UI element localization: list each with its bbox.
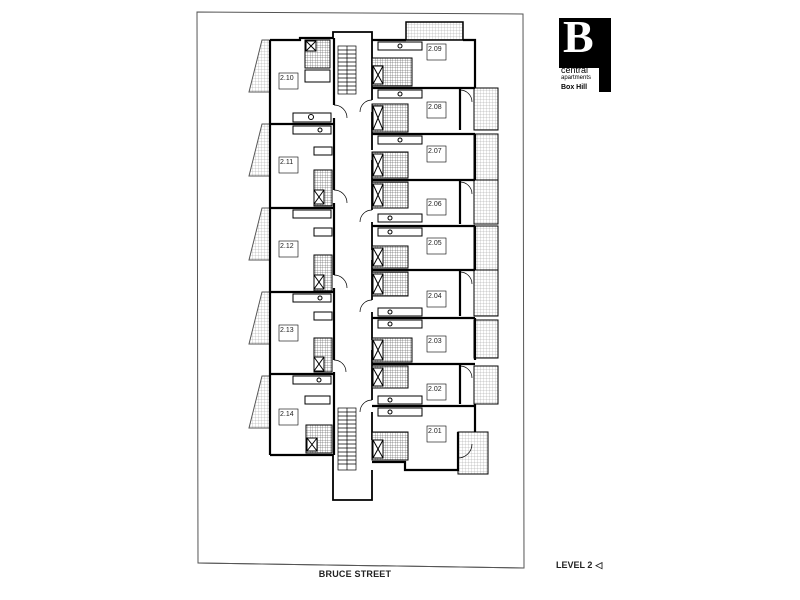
svg-text:2.09: 2.09 — [428, 46, 442, 53]
unit-label-2-06: 2.06 — [426, 198, 447, 216]
unit-label-2-07: 2.07 — [426, 145, 447, 163]
svg-text:2.11: 2.11 — [280, 159, 293, 166]
svg-text:2.08: 2.08 — [428, 104, 442, 111]
svg-text:2.05: 2.05 — [428, 240, 442, 247]
left-unit-fixtures — [292, 39, 333, 454]
svg-text:2.13: 2.13 — [280, 327, 294, 334]
logo-letter: B — [563, 11, 594, 62]
logo-line-2: apartments — [561, 75, 592, 81]
svg-text:2.14: 2.14 — [280, 411, 294, 418]
svg-text:2.06: 2.06 — [428, 201, 442, 208]
unit-label-2-09: 2.09 — [426, 43, 447, 61]
svg-text:2.03: 2.03 — [428, 338, 442, 345]
svg-text:2.12: 2.12 — [280, 243, 294, 250]
unit-label-2-03: 2.03 — [426, 335, 447, 353]
unit-labels-right: 2.09 2.08 2.07 2.06 2.05 2.04 2.03 2.02 … — [426, 43, 447, 443]
svg-text:2.04: 2.04 — [428, 293, 442, 300]
brand-logo: B central apartments Box Hill — [559, 14, 611, 94]
unit-label-2-13: 2.13 — [278, 324, 299, 342]
right-wing-walls — [372, 38, 477, 472]
unit-label-2-12: 2.12 — [278, 240, 299, 258]
stair-core — [332, 31, 373, 501]
street-label: BRUCE STREET — [318, 569, 392, 579]
unit-label-2-14: 2.14 — [278, 408, 299, 426]
unit-label-2-10: 2.10 — [278, 72, 299, 90]
unit-label-2-05: 2.05 — [426, 237, 447, 255]
unit-label-2-08: 2.08 — [426, 101, 447, 119]
logo-line-1: central — [561, 65, 589, 75]
unit-label-2-04: 2.04 — [426, 290, 447, 308]
door-swings — [333, 89, 473, 459]
unit-labels-left: 2.10 2.11 2.12 2.13 2.14 — [278, 72, 299, 426]
logo-text-band — [559, 68, 599, 94]
stair-bottom — [337, 407, 357, 471]
unit-label-2-01: 2.01 — [426, 425, 447, 443]
unit-label-2-11: 2.11 — [278, 156, 299, 174]
right-unit-fixtures — [371, 41, 423, 461]
svg-text:2.01: 2.01 — [428, 428, 442, 435]
svg-text:2.07: 2.07 — [428, 148, 442, 155]
logo-line-3: Box Hill — [561, 84, 588, 91]
svg-text:2.10: 2.10 — [280, 75, 294, 82]
street-line — [197, 562, 525, 569]
left-balconies — [248, 39, 271, 429]
right-balconies — [457, 87, 499, 475]
unit-label-2-02: 2.02 — [426, 383, 447, 401]
balcony-2-09-top — [405, 21, 464, 41]
level-label: LEVEL 2◁ — [556, 560, 602, 571]
left-wing-walls — [268, 36, 336, 457]
stair-top — [337, 45, 357, 95]
north-arrow-icon: ◁ — [595, 560, 603, 570]
svg-text:2.02: 2.02 — [428, 386, 442, 393]
level-text: LEVEL 2 — [556, 560, 593, 570]
